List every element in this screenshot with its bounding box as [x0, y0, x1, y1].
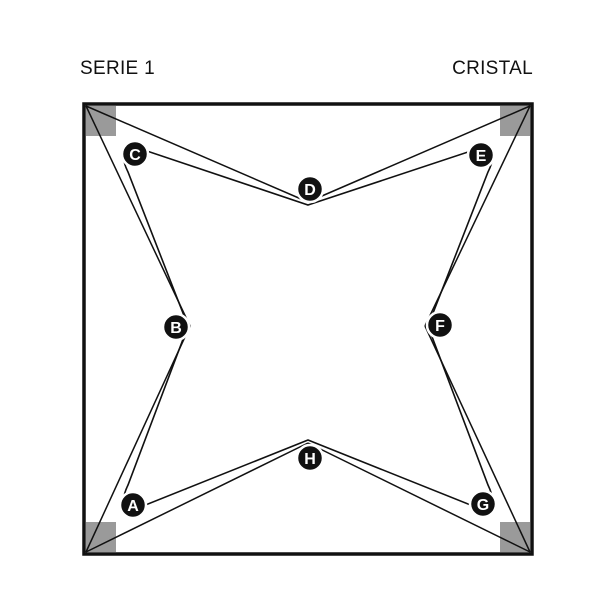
node-h: H: [295, 443, 325, 473]
line-d-to-tr: [307, 105, 531, 203]
node-c: C: [120, 139, 150, 169]
node-f-icon: [425, 310, 455, 340]
corner-block-bottom-right: [500, 522, 530, 552]
node-e-icon: [466, 140, 496, 170]
node-e: E: [466, 140, 496, 170]
node-b-icon: [161, 312, 191, 342]
node-d: D: [295, 174, 325, 204]
node-c-label: C: [129, 147, 141, 164]
node-h-icon: [295, 443, 325, 473]
node-a-icon: [118, 490, 148, 520]
line-tl-to-d: [85, 105, 309, 203]
header-right-label: CRISTAL: [452, 58, 533, 79]
outer-frame: [82, 102, 534, 556]
node-b: B: [161, 312, 191, 342]
node-g-label: G: [477, 497, 489, 514]
node-d-icon: [295, 174, 325, 204]
corner-block-bottom-left: [86, 522, 116, 552]
corner-block-top-right: [500, 106, 530, 136]
node-h-label: H: [304, 451, 316, 468]
line-tl-to-b: [85, 105, 191, 327]
outer-star-lines: [85, 105, 531, 553]
node-a: A: [118, 490, 148, 520]
node-f: F: [425, 310, 455, 340]
node-a-label: A: [127, 498, 139, 515]
node-b-label: B: [170, 320, 182, 337]
node-e-label: E: [476, 148, 487, 165]
node-g-icon: [468, 489, 498, 519]
line-b-to-bl: [85, 325, 191, 553]
node-g: G: [468, 489, 498, 519]
node-d-label: D: [304, 182, 316, 199]
node-f-label: F: [435, 318, 445, 335]
line-h-to-br: [307, 442, 531, 553]
header-left-label: SERIE 1: [80, 58, 155, 79]
node-c-icon: [120, 139, 150, 169]
corner-block-top-left: [86, 106, 116, 136]
line-bl-to-h: [85, 442, 309, 553]
